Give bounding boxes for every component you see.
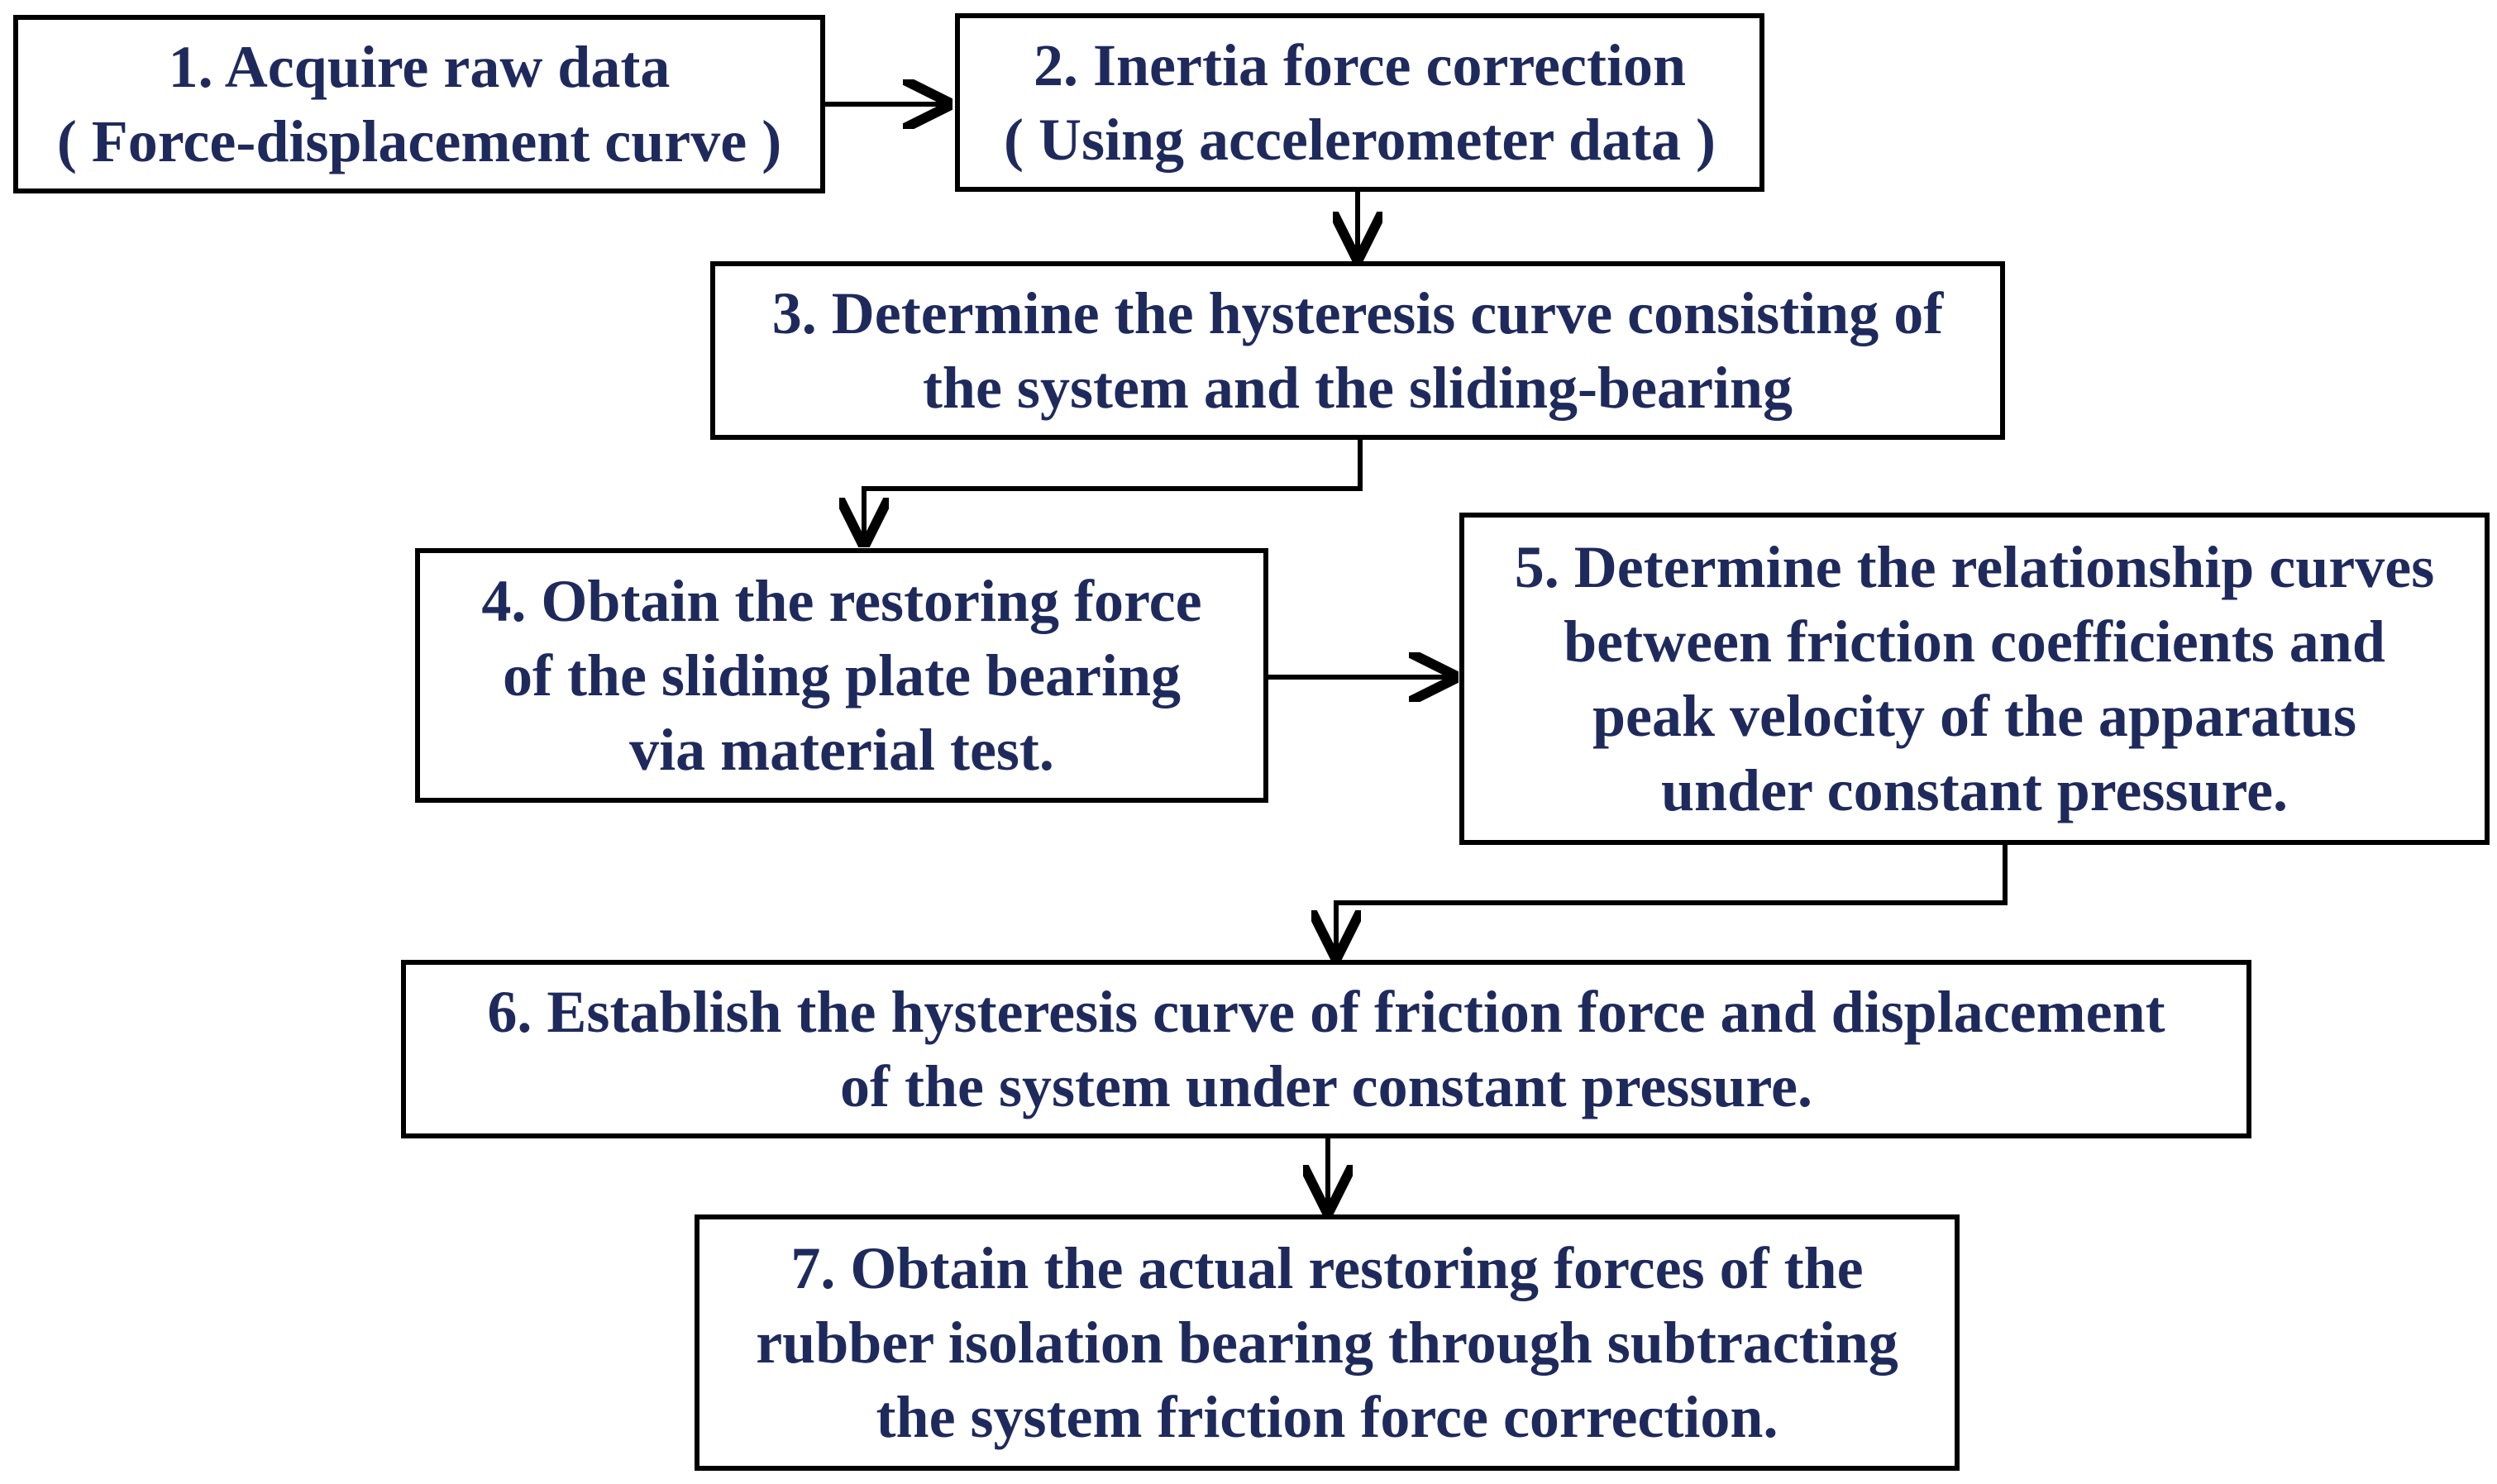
step-2-line-1: 2. Inertia force correction [1033,32,1686,98]
step-5-line-2: between friction coefficients and [1564,608,2385,675]
step-3-box: 3. Determine the hysteresis curve consis… [710,261,2005,440]
arrow-3-to-4 [864,440,1363,537]
step-1-line-1: 1. Acquire raw data [168,34,671,100]
step-7-line-2: rubber isolation bearing through subtrac… [756,1310,1898,1376]
step-5-line-4: under constant pressure. [1660,757,2289,823]
arrow-5-to-6 [1336,845,2008,950]
step-3-line-1: 3. Determine the hysteresis curve consis… [771,280,1944,346]
step-2-box: 2. Inertia force correction ( Using acce… [955,13,1764,192]
step-1-line-2: ( Force-displacement curve ) [56,108,782,174]
step-4-line-1: 4. Obtain the restoring force [481,568,1202,634]
step-6-line-2: of the system under constant pressure. [839,1053,1812,1119]
step-5-box: 5. Determine the relationship curves bet… [1459,513,2490,845]
step-5-line-1: 5. Determine the relationship curves [1514,534,2435,600]
step-3-line-2: the system and the sliding-bearing [922,355,1793,421]
step-6-line-1: 6. Establish the hysteresis curve of fri… [487,979,2165,1045]
step-7-box: 7. Obtain the actual restoring forces of… [695,1214,1960,1471]
step-2-line-2: ( Using accelerometer data ) [1003,107,1716,173]
step-4-line-2: of the sliding plate bearing [502,642,1182,709]
step-6-box: 6. Establish the hysteresis curve of fri… [401,960,2251,1138]
step-4-box: 4. Obtain the restoring force of the sli… [415,548,1268,803]
step-5-line-3: peak velocity of the apparatus [1592,683,2356,749]
step-1-box: 1. Acquire raw data ( Force-displacement… [13,15,825,193]
step-7-line-1: 7. Obtain the actual restoring forces of… [790,1235,1864,1301]
step-7-line-3: the system friction force correction. [876,1384,1778,1450]
step-4-line-3: via material test. [629,717,1054,783]
